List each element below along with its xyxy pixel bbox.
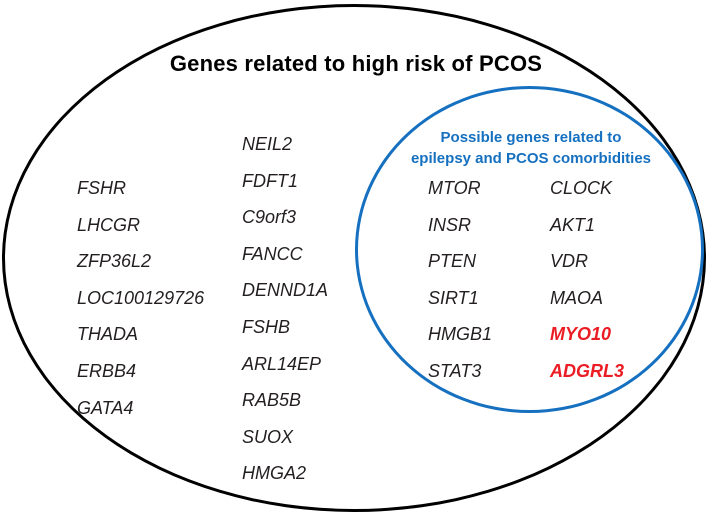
gene-suox: SUOX [242, 426, 294, 447]
gene-adgrl3: ADGRL3 [550, 360, 625, 381]
gene-myo10: MYO10 [550, 324, 612, 345]
gene-pten: PTEN [428, 251, 477, 272]
gene-sirt1: SIRT1 [428, 287, 479, 308]
gene-lhcgr: LHCGR [77, 214, 141, 235]
gene-arl14ep: ARL14EP [242, 353, 322, 374]
gene-dennd1a: DENND1A [242, 280, 329, 301]
gene-akt1: AKT1 [550, 214, 596, 235]
gene-c9orf3: C9orf3 [242, 207, 297, 228]
gene-hmga2: HMGA2 [242, 463, 307, 484]
gene-clock: CLOCK [550, 178, 613, 198]
inner-set-label-line2: epilepsy and PCOS comorbidities [410, 150, 652, 167]
gene-insr: INSR [428, 214, 472, 235]
gene-erbb4: ERBB4 [77, 360, 137, 381]
gene-loc100129726: LOC100129726 [77, 287, 205, 308]
gene-zfp36l2: ZFP36L2 [77, 251, 152, 272]
gene-hmgb1: HMGB1 [428, 324, 493, 345]
outer-genes-middle-column: NEIL2 FDFT1 C9orf3 FANCC DENND1A FSHB AR… [242, 126, 328, 492]
outer-genes-left-column: FSHR LHCGR ZFP36L2 LOC100129726 THADA ER… [77, 170, 204, 426]
inner-set-ellipse [355, 86, 704, 413]
inner-genes-column-1: MTOR INSR PTEN SIRT1 HMGB1 STAT3 [428, 170, 492, 390]
gene-fshb: FSHB [242, 316, 291, 337]
gene-neil2: NEIL2 [242, 134, 293, 154]
gene-thada: THADA [77, 324, 139, 345]
gene-mtor: MTOR [428, 178, 481, 198]
inner-set-label-line1: Possible genes related to [440, 129, 622, 146]
outer-set-ellipse [2, 4, 706, 512]
gene-fshr: FSHR [77, 178, 126, 198]
gene-vdr: VDR [550, 251, 589, 272]
gene-fancc: FANCC [242, 243, 303, 264]
gene-fdft1: FDFT1 [242, 170, 298, 191]
inner-genes-column-2: CLOCK AKT1 VDR MAOA MYO10 ADGRL3 [550, 170, 624, 390]
gene-gata4: GATA4 [77, 397, 134, 418]
inner-set-label: Possible genes related to epilepsy and P… [385, 127, 677, 169]
gene-rab5b: RAB5B [242, 390, 302, 411]
gene-stat3: STAT3 [428, 360, 482, 381]
gene-maoa: MAOA [550, 287, 604, 308]
figure-title: Genes related to high risk of PCOS [169, 51, 543, 76]
